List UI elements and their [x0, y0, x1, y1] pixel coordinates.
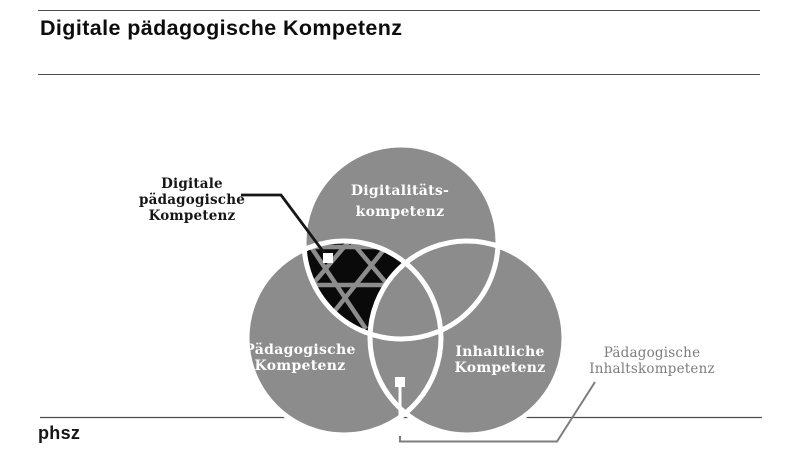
annotation-paedagogische-inhaltskompetenz: Pädagogische Inhaltskompetenz — [395, 345, 715, 443]
annotation-line: pädagogische — [139, 192, 245, 208]
leader-line-black — [241, 193, 330, 259]
circle-label-line: Kompetenz — [255, 358, 346, 374]
annotation-line: Digitale — [161, 176, 223, 192]
annotation-line: Pädagogische — [604, 345, 701, 361]
circle-label-line: Kompetenz — [455, 360, 546, 376]
annotation-gray-text: Pädagogische Inhaltskompetenz — [589, 345, 715, 377]
circle-outline-left — [244, 238, 444, 438]
circle-outline-right — [367, 238, 567, 438]
circle-outline-top — [301, 142, 501, 342]
circle-label-paedagogische-kompetenz: Pädagogische Kompetenz — [244, 342, 355, 374]
circle-label-line: kompetenz — [356, 204, 445, 220]
star-pattern-line — [309, 245, 368, 331]
marker-square-bottom — [395, 377, 405, 387]
circle-label-line: Pädagogische — [244, 342, 355, 358]
circle-label-digitalitaetskompetenz: Digitalitäts- kompetenz — [351, 183, 449, 220]
circle-label-line: Digitalitäts- — [351, 183, 449, 199]
circle-inhaltliche-kompetenz — [370, 241, 564, 435]
circle-label-inhaltliche-kompetenz: Inhaltliche Kompetenz — [455, 344, 546, 376]
annotation-line: Inhaltskompetenz — [589, 361, 715, 377]
slide-title: Digitale pädagogische Kompetenz — [40, 16, 403, 40]
header-rule-bottom — [38, 74, 760, 75]
annotation-line: Kompetenz — [149, 208, 236, 224]
header-rule-top — [38, 10, 760, 11]
circle-label-line: Inhaltliche — [455, 344, 544, 360]
circle-outlines — [244, 142, 567, 438]
annotation-digitale-paedagogische-kompetenz: Digitale pädagogische Kompetenz — [139, 176, 333, 263]
marker-square-top — [323, 253, 333, 263]
phsz-logo: phsz — [38, 423, 81, 443]
leader-line-gray — [399, 381, 596, 443]
